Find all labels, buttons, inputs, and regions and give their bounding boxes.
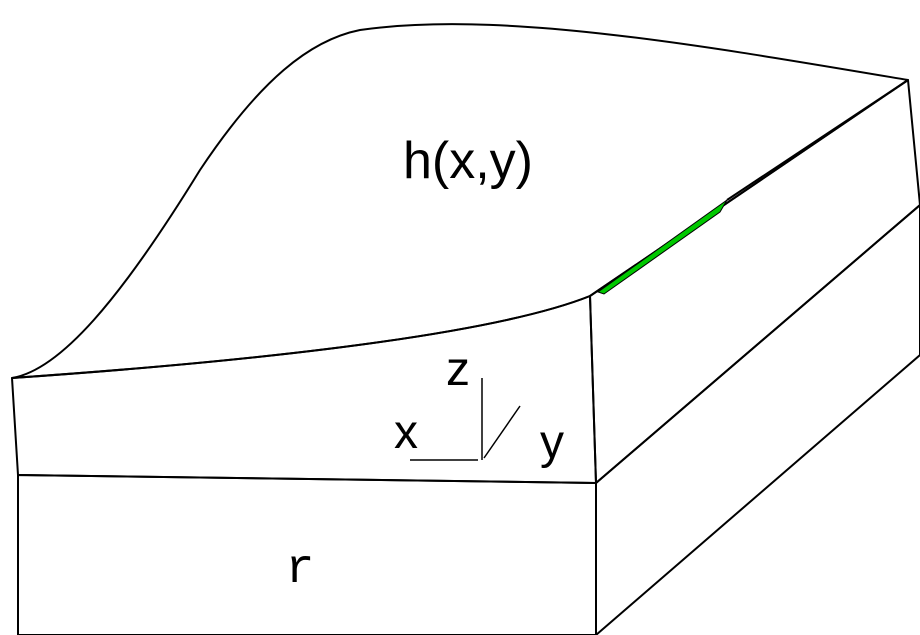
water-front-face (11, 295, 597, 484)
ridge-edge (726, 79, 909, 201)
water-surface (11, 23, 909, 379)
surface-label: h(x,y) (403, 132, 533, 190)
axis-x-label: x (394, 406, 418, 459)
bedrock-label: r (286, 543, 315, 597)
water-side-face (589, 79, 920, 484)
ground-side-face (595, 204, 920, 635)
coordinate-axes (410, 378, 521, 461)
y-axis-line (483, 405, 521, 459)
axis-z-label: z (446, 343, 470, 396)
ground-sliver (596, 199, 728, 295)
axis-y-label: y (540, 416, 564, 469)
